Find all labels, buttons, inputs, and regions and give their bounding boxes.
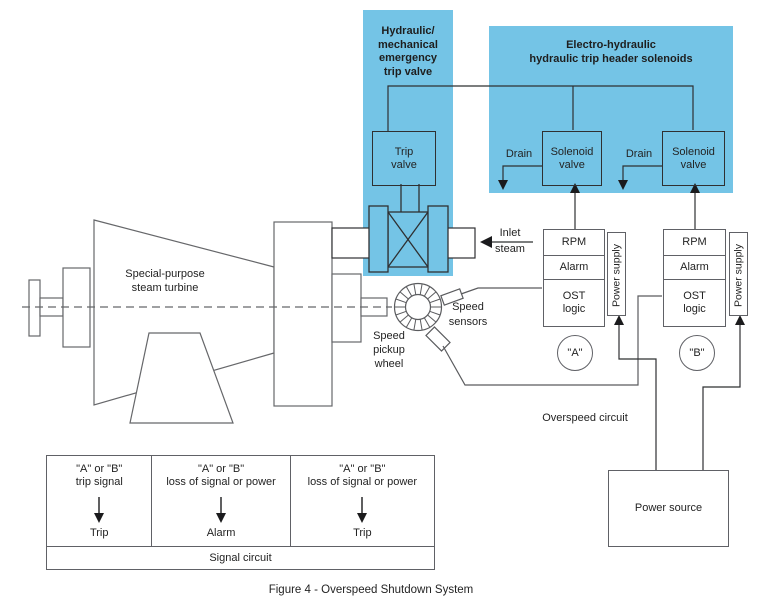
signal-circuit-table: "A" or "B" trip signal Trip "A" or "B" l… xyxy=(46,455,435,570)
signal-condition-3: "A" or "B" loss of signal or power xyxy=(307,463,418,488)
figure-caption: Figure 4 - Overspeed Shutdown System xyxy=(268,584,474,596)
turbine-drawing xyxy=(28,219,388,424)
speed-pickup-wheel-icon xyxy=(393,282,443,332)
signal-result-1: Trip xyxy=(89,527,109,539)
signal-condition-2: "A" or "B" loss of signal or power xyxy=(166,463,276,488)
power-source-box: Power source xyxy=(608,470,729,547)
rpm-to-solenoid-arrows xyxy=(574,192,696,229)
turbine-label: Special-purpose steam turbine xyxy=(125,268,205,294)
drain-label-left: Drain xyxy=(505,148,533,160)
signal-cell-trip-signal: "A" or "B" trip signal Trip xyxy=(47,456,153,546)
trip-valve-box: Trip valve xyxy=(372,131,436,186)
electro-panel-title: Electro-hydraulic hydraulic trip header … xyxy=(529,39,693,65)
power-supply-label-a: Power supply xyxy=(610,243,622,307)
hydraulic-panel-title: Hydraulic/ mechanical emergency trip val… xyxy=(378,25,438,78)
power-supply-box-a: Power supply xyxy=(607,232,626,316)
signal-condition-1: "A" or "B" trip signal xyxy=(75,463,123,488)
drain-label-right: Drain xyxy=(625,148,653,160)
overspeed-circuit-label: Overspeed circuit xyxy=(542,412,628,424)
alarm-box-b: Alarm xyxy=(664,256,725,280)
power-supply-label-b: Power supply xyxy=(732,243,744,307)
speed-sensors-label: Speed sensors xyxy=(448,301,488,328)
signal-table-cells: "A" or "B" trip signal Trip "A" or "B" l… xyxy=(47,456,434,546)
signal-cell-loss-alarm: "A" or "B" loss of signal or power Alarm xyxy=(152,456,291,546)
solenoid-valve-box-a: Solenoid valve xyxy=(542,131,602,186)
alarm-box-a: Alarm xyxy=(544,256,604,280)
signal-circuit-footer: Signal circuit xyxy=(47,546,434,569)
controller-stack-a: RPM Alarm OST logic xyxy=(543,229,605,327)
channel-a-circle: "A" xyxy=(557,335,593,371)
rpm-box-b: RPM xyxy=(664,230,725,256)
channel-b-circle: "B" xyxy=(679,335,715,371)
controller-stack-b: RPM Alarm OST logic xyxy=(663,229,726,327)
speed-pickup-wheel-label: Speed pickup wheel xyxy=(373,330,405,370)
solenoid-valve-box-b: Solenoid valve xyxy=(662,131,725,186)
signal-result-2: Alarm xyxy=(206,527,236,539)
inlet-steam-label: Inlet steam xyxy=(495,227,525,255)
ost-logic-box-b: OST logic xyxy=(683,290,706,315)
ost-logic-box-a: OST logic xyxy=(562,290,586,315)
signal-cell-loss-trip: "A" or "B" loss of signal or power Trip xyxy=(291,456,434,546)
signal-result-3: Trip xyxy=(353,527,372,539)
rpm-box-a: RPM xyxy=(544,230,604,256)
power-supply-box-b: Power supply xyxy=(729,232,748,316)
